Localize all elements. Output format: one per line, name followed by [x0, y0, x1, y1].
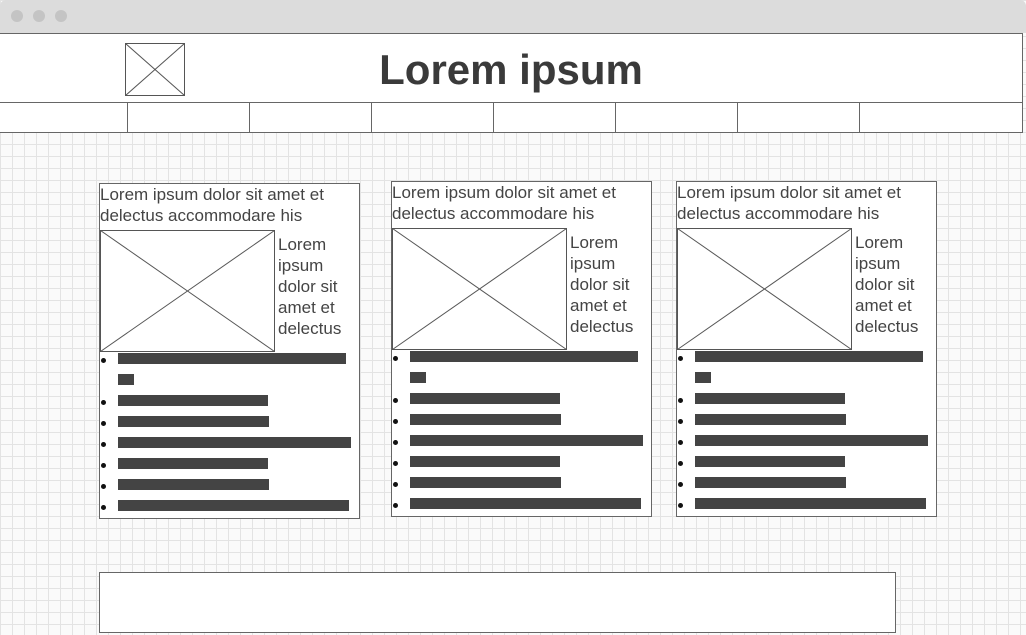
window-titlebar — [0, 0, 1026, 33]
card-side-text: Lorem ipsum dolor sit amet et delectus — [855, 233, 919, 336]
nav-tab[interactable] — [860, 103, 1024, 132]
list-item — [118, 479, 269, 490]
list-item — [695, 456, 845, 467]
page-header: Lorem ipsum — [0, 33, 1023, 103]
content-card: Lorem ipsum dolor sit amet et delectus a… — [391, 181, 652, 517]
list-bullet — [678, 461, 683, 466]
list-bullet — [393, 461, 398, 466]
list-item — [695, 414, 846, 425]
nav-tab[interactable] — [616, 103, 738, 132]
list-bullet — [101, 463, 106, 468]
list-bullet — [101, 400, 106, 405]
list-item — [410, 477, 561, 488]
list-item — [118, 374, 134, 385]
list-bullet — [101, 505, 106, 510]
list-item — [118, 395, 268, 406]
list-item — [118, 416, 269, 427]
card-headline: Lorem ipsum dolor sit amet et delectus a… — [677, 183, 901, 223]
image-placeholder-icon — [125, 43, 185, 96]
nav-bar — [0, 103, 1023, 133]
nav-tab[interactable] — [250, 103, 372, 132]
list-item — [410, 393, 560, 404]
list-item — [410, 456, 560, 467]
nav-tab[interactable] — [738, 103, 860, 132]
content-card: Lorem ipsum dolor sit amet et delectus a… — [99, 183, 360, 519]
list-bullet — [393, 419, 398, 424]
list-bullet — [393, 503, 398, 508]
list-item — [118, 353, 346, 364]
list-bullet — [678, 398, 683, 403]
list-item — [695, 351, 923, 362]
list-item — [410, 372, 426, 383]
page-title: Lorem ipsum — [379, 46, 643, 93]
list-bullet — [101, 358, 106, 363]
card-side-text: Lorem ipsum dolor sit amet et delectus — [570, 233, 634, 336]
list-bullet — [393, 356, 398, 361]
nav-tab[interactable] — [128, 103, 250, 132]
image-placeholder-icon — [100, 230, 275, 352]
list-item — [410, 435, 643, 446]
list-bullet — [101, 442, 106, 447]
list-item — [695, 372, 711, 383]
list-bullet — [101, 484, 106, 489]
maximize-dot[interactable] — [55, 10, 67, 22]
list-bullet — [678, 482, 683, 487]
page-footer — [99, 572, 896, 633]
nav-tab[interactable] — [494, 103, 616, 132]
list-bullet — [101, 421, 106, 426]
list-item — [695, 393, 845, 404]
content-card: Lorem ipsum dolor sit amet et delectus a… — [676, 181, 937, 517]
list-item — [118, 437, 351, 448]
card-headline: Lorem ipsum dolor sit amet et delectus a… — [392, 183, 616, 223]
list-item — [118, 500, 349, 511]
list-bullet — [393, 440, 398, 445]
list-bullet — [678, 503, 683, 508]
image-placeholder-icon — [392, 228, 567, 350]
minimize-dot[interactable] — [33, 10, 45, 22]
list-bullet — [393, 398, 398, 403]
card-headline: Lorem ipsum dolor sit amet et delectus a… — [100, 185, 324, 225]
nav-tab[interactable] — [372, 103, 494, 132]
list-bullet — [678, 440, 683, 445]
list-bullet — [393, 482, 398, 487]
list-item — [695, 435, 928, 446]
list-bullet — [678, 356, 683, 361]
list-item — [695, 477, 846, 488]
close-dot[interactable] — [11, 10, 23, 22]
image-placeholder-icon — [677, 228, 852, 350]
list-item — [410, 351, 638, 362]
list-bullet — [678, 419, 683, 424]
nav-tab[interactable] — [0, 103, 128, 132]
card-side-text: Lorem ipsum dolor sit amet et delectus — [278, 235, 342, 338]
list-item — [410, 414, 561, 425]
list-item — [695, 498, 926, 509]
list-item — [118, 458, 268, 469]
list-item — [410, 498, 641, 509]
